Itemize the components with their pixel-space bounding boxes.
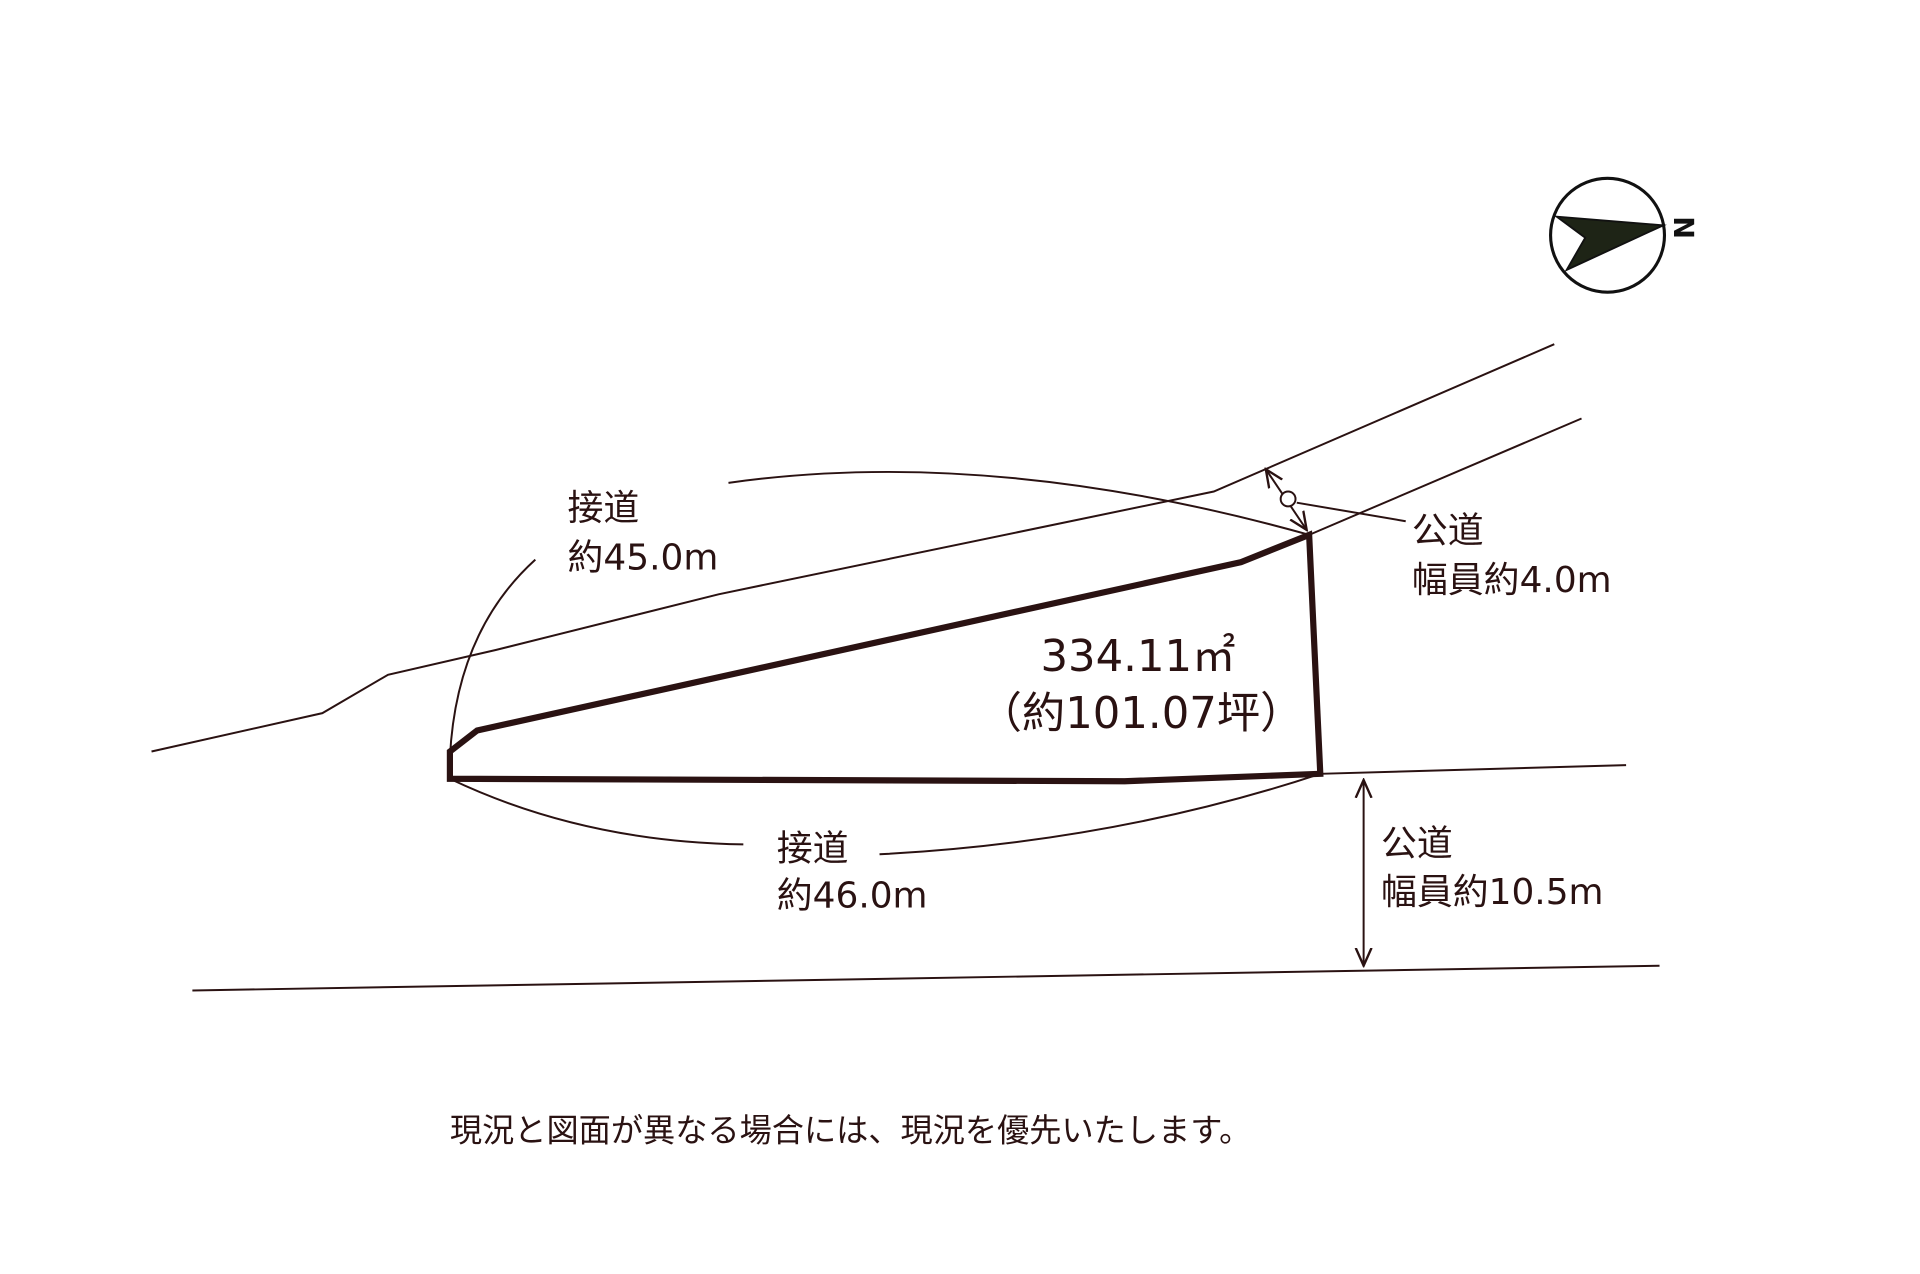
lower-road-edge (1320, 764, 1627, 775)
road-lower-title: 公道 (1381, 824, 1453, 865)
frontage-upper-title: 接道 (568, 488, 640, 529)
leader-line (1296, 501, 1406, 523)
upper-road-edge-2 (1308, 417, 1582, 536)
frontage-lower-title: 接道 (777, 828, 849, 869)
frontage-arc-lower-b (879, 772, 1321, 856)
road-upper-width: 幅員約4.0m (1412, 560, 1612, 601)
lot-area-tsubo: （約101.07坪） (979, 689, 1304, 739)
frontage-arc-lower-a (449, 777, 744, 846)
frontage-lower-length: 約46.0m (777, 876, 928, 917)
north-arrow-icon (1553, 215, 1667, 272)
lot-boundary (446, 530, 1324, 785)
road-upper-title: 公道 (1412, 510, 1484, 551)
frontage-upper-length: 約45.0m (568, 538, 719, 579)
upper-road-edge (151, 343, 1555, 753)
disclaimer-note: 現況と図面が異なる場合には、現況を優先いたします。 (450, 1112, 1251, 1150)
frontage-arc-upper (728, 470, 1310, 536)
lot-area: 334.11㎡ (1040, 632, 1235, 682)
lower-road-far-edge (192, 964, 1660, 992)
road-lower-width: 幅員約10.5m (1381, 872, 1604, 913)
frontage-arc-left (448, 558, 536, 758)
compass-circle (1549, 176, 1667, 294)
compass: N (1549, 176, 1701, 294)
north-label: N (1670, 216, 1701, 239)
leader-dot (1279, 490, 1297, 508)
